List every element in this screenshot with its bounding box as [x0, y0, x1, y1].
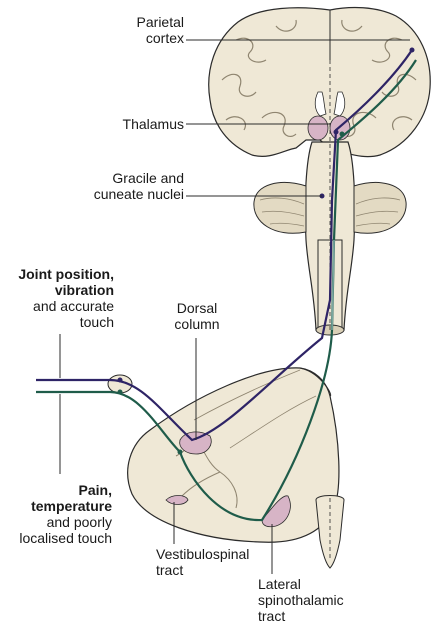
spinothalamic-pathway [36, 59, 417, 522]
label-joint-position: Joint position, vibration and accurate t… [18, 266, 114, 330]
dorsal-column-pathway [36, 47, 415, 442]
brain-coronal-section [208, 6, 431, 336]
spinothalamic-region [261, 495, 291, 528]
cerebral-hemispheres [208, 6, 431, 158]
label-pain-temperature: Pain, temperature and poorly localised t… [19, 482, 112, 546]
label-thalamus: Thalamus [122, 116, 184, 132]
cerebellum [253, 182, 307, 234]
cord-body [127, 367, 340, 543]
thalamus-left [307, 115, 329, 141]
label-gracile-cuneate: Gracile and cuneate nuclei [93, 170, 184, 202]
label-lateral-spinothalamic: Lateral spinothalamic tract [258, 576, 344, 624]
dorsal-column-region [179, 431, 212, 455]
vestibulospinal-region [165, 495, 189, 505]
label-dorsal-column: Dorsal column [174, 300, 220, 332]
label-parietal-cortex: Parietal cortex [136, 14, 184, 46]
spinal-cord-lower-tip [315, 495, 345, 569]
label-vestibulospinal: Vestibulospinal tract [156, 546, 250, 578]
spinal-cord-segment [107, 367, 340, 543]
leader-lines [59, 39, 410, 574]
